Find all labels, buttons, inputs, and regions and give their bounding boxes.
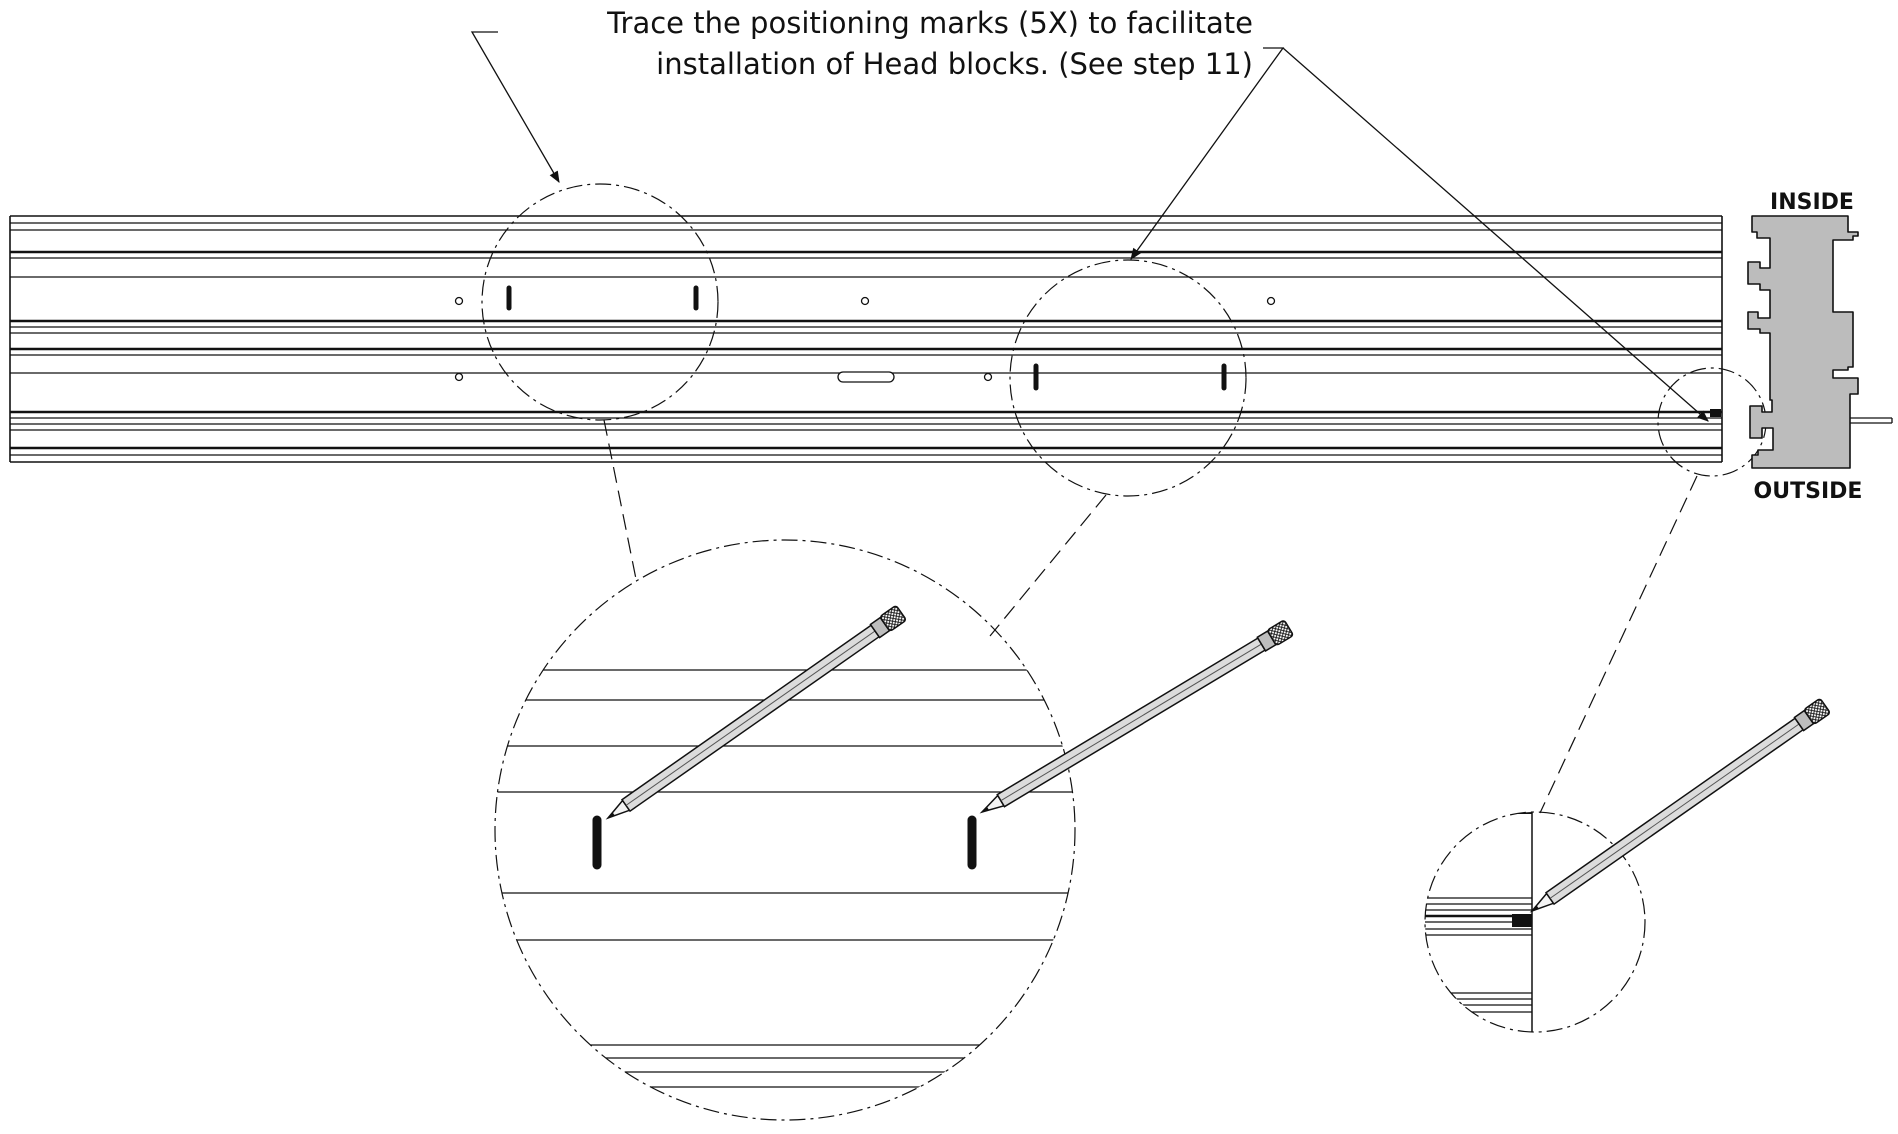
end-mark (1710, 409, 1721, 417)
detail-view-small (1424, 697, 1832, 1033)
detail-connectors (603, 419, 1698, 814)
pencil-icon (976, 619, 1295, 821)
detail-circles (481, 183, 1767, 497)
rail-elevation (9, 215, 1723, 463)
detail-view-large (494, 539, 1295, 1121)
rail-holes (454, 296, 1276, 383)
end-mark-detail (1512, 914, 1532, 927)
rail-profile-section (1747, 215, 1893, 469)
callout-leaders (470, 31, 1709, 422)
inside-label: INSIDE (1770, 190, 1854, 215)
rail-slot (837, 371, 895, 383)
callout-text-line1: Trace the positioning marks (5X) to faci… (606, 6, 1253, 40)
pencil-icon (1526, 697, 1832, 920)
positioning-marks (506, 285, 1227, 391)
outside-label: OUTSIDE (1754, 479, 1863, 504)
callout-text-line2: installation of Head blocks. (See step 1… (656, 47, 1253, 81)
